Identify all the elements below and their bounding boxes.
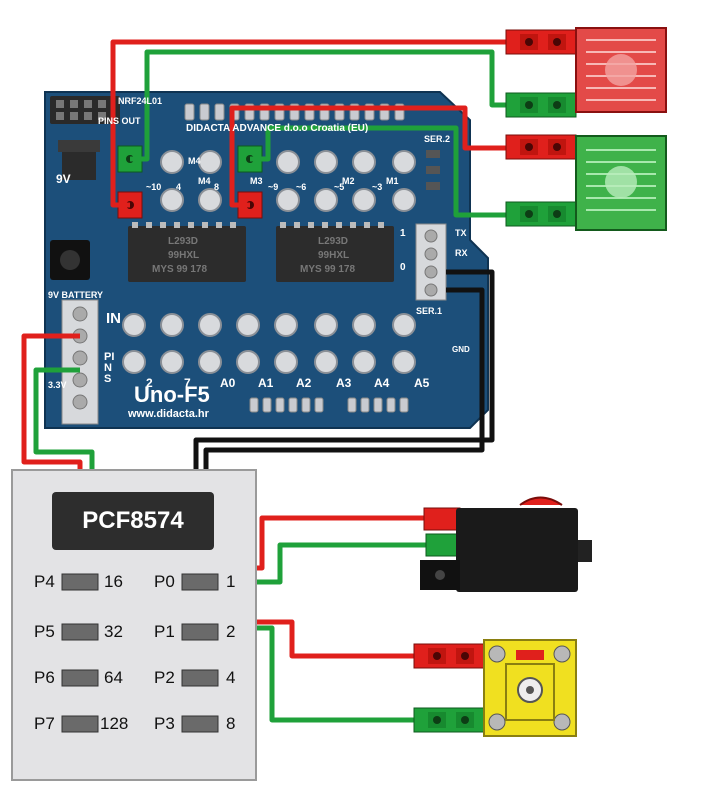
in-pin-a0: A0: [220, 376, 236, 390]
ser2-label: SER.2: [424, 134, 451, 144]
pin-0-label: 0: [400, 262, 406, 273]
chip2-line3: MYS 99 178: [300, 264, 356, 275]
out-pin-m3: M3: [250, 176, 263, 186]
chip2-line1: L293D: [318, 236, 349, 247]
pin-value-p2: 4: [226, 668, 236, 687]
pin-value-p6: 64: [104, 668, 123, 687]
wires: [21, 39, 510, 723]
pin-1-label: 1: [400, 228, 406, 239]
in-pin-a4: A4: [374, 376, 390, 390]
pin-value-p7: 128: [100, 714, 129, 733]
pin-label-p5: P5: [34, 622, 55, 641]
chip1-line3: MYS 99 178: [152, 264, 208, 275]
tx-label: TX: [455, 228, 467, 238]
in-pin-a5: A5: [414, 376, 430, 390]
v9-label: 9V: [56, 172, 71, 186]
motor-module: [413, 639, 577, 737]
pin-label-p2: P2: [154, 668, 175, 687]
chip2-line2: 99HXL: [318, 250, 350, 261]
board-header-title: DIDACTA ADVANCE d.o.o Croatia (EU): [186, 123, 369, 134]
board-url: www.didacta.hr: [128, 408, 209, 420]
in-pin-a1: A1: [258, 376, 274, 390]
pin-label-p0: P0: [154, 572, 175, 591]
pin-label-p3: P3: [154, 714, 175, 733]
out-pin-8: 8: [214, 182, 220, 192]
pins-out-label: PINS OUT: [98, 116, 141, 126]
pin-label-p6: P6: [34, 668, 55, 687]
green-led-module: [505, 134, 667, 231]
out-pin-m2: M2: [342, 176, 355, 186]
pin-value-p3: 8: [226, 714, 236, 733]
in-pin-a2: A2: [296, 376, 312, 390]
rx-label: RX: [455, 248, 468, 258]
uno-f5-board: [44, 91, 489, 429]
chip1-line1: L293D: [168, 236, 199, 247]
v33-label: 3.3V: [48, 380, 67, 390]
pin-label-p7: P7: [34, 714, 55, 733]
in-pin-7: 7: [184, 376, 191, 390]
out-pin-5: ~5: [334, 182, 345, 192]
out-pin-6: ~6: [296, 182, 307, 192]
out-pin-m1: M1: [386, 176, 399, 186]
out-pin-10: ~10: [146, 182, 162, 192]
battery-label: 9V BATTERY: [48, 290, 104, 300]
out-pin-9: ~9: [268, 182, 279, 192]
pin-value-p1: 2: [226, 622, 236, 641]
pin-label-p1: P1: [154, 622, 175, 641]
pins-label: PINS: [104, 351, 115, 385]
out-pin-4: 4: [176, 182, 182, 192]
switch-module: [420, 496, 592, 592]
pin-label-p4: P4: [34, 572, 55, 591]
red-led-module: [505, 27, 667, 118]
nrf-label: NRF24L01: [118, 96, 163, 106]
in-label: IN: [106, 310, 121, 327]
pin-value-p4: 16: [104, 572, 123, 591]
board-name: Uno-F5: [134, 382, 210, 407]
out-pin-left-m4: M4: [188, 156, 201, 166]
gnd-label: GND: [452, 345, 470, 354]
pcf8574-chip-label: PCF8574: [52, 492, 214, 550]
out-pin-3: ~3: [372, 182, 383, 192]
chip1-line2: 99HXL: [168, 250, 200, 261]
in-pin-a3: A3: [336, 376, 352, 390]
in-pin-2: 2: [146, 376, 153, 390]
pin-value-p5: 32: [104, 622, 123, 641]
out-pin-m4: M4: [198, 176, 211, 186]
ser1-label: SER.1: [416, 306, 443, 316]
pin-value-p0: 1: [226, 572, 236, 591]
